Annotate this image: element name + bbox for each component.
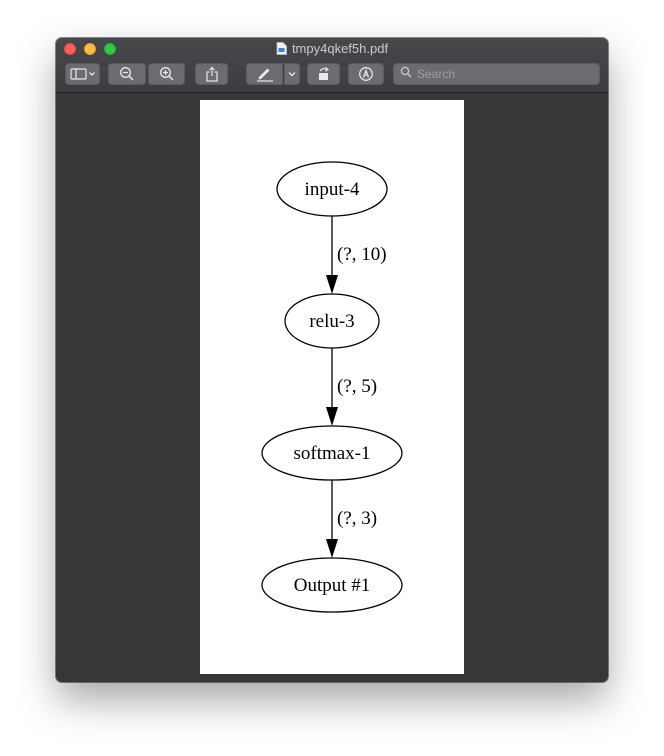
close-window-button[interactable] [64,43,76,55]
window-title: tmpy4qkef5h.pdf [56,41,608,59]
zoom-out-icon [119,66,135,82]
sidebar-icon [69,68,96,80]
graph-edge: (?, 5) [326,348,377,426]
edge-arrowhead [326,275,338,294]
zoom-in-button[interactable] [148,63,185,85]
minimize-window-button[interactable] [84,43,96,55]
node-ellipse [261,557,403,613]
document-view[interactable]: (?, 10) (?, 5) (?, 3) input-4 relu-3 softmax-… [56,93,608,682]
zoom-in-icon [159,66,175,82]
graph-edge: (?, 10) [326,216,387,294]
graph-node: Output #1 [261,557,403,613]
graph-node: softmax-1 [261,425,403,481]
title-bar: tmpy4qkef5h.pdf [56,38,608,93]
edge-label: (?, 10) [337,244,387,265]
edge-label: (?, 5) [337,376,377,397]
search-input[interactable] [417,67,587,81]
node-label: Output #1 [294,575,371,596]
graph-node: input-4 [276,161,388,217]
pdf-document-icon [276,42,287,59]
node-ellipse [261,425,403,481]
search-field[interactable] [393,63,600,85]
model-graph: (?, 10) (?, 5) (?, 3) input-4 relu-3 softmax-… [261,161,403,613]
edge-arrowhead [326,539,338,558]
sidebar-toggle-button[interactable] [65,63,100,85]
markup-pen-button[interactable] [246,63,283,85]
graph-node: relu-3 [284,293,380,349]
window-title-text: tmpy4qkef5h.pdf [291,41,389,56]
node-label: softmax-1 [293,443,370,464]
node-ellipse [276,161,388,217]
share-button[interactable] [195,63,228,85]
preview-window: tmpy4qkef5h.pdf [56,38,608,682]
rotate-button[interactable] [307,63,340,85]
node-label: input-4 [305,179,360,200]
rotate-icon [316,66,332,82]
chevron-down-icon [288,71,296,77]
pdf-page: (?, 10) (?, 5) (?, 3) input-4 relu-3 softmax-… [200,100,464,674]
zoom-out-button[interactable] [108,63,146,85]
node-ellipse [284,293,380,349]
pen-icon [255,66,275,82]
markup-menu-button[interactable] [284,63,300,85]
annotate-button[interactable] [348,63,384,85]
markup-circle-icon [358,66,374,82]
search-icon [400,65,412,83]
edge-label: (?, 3) [337,508,377,529]
edge-arrowhead [326,407,338,426]
graph-edge: (?, 3) [326,480,377,558]
share-icon [205,66,219,82]
node-label: relu-3 [309,311,354,332]
zoom-window-button[interactable] [104,43,116,55]
